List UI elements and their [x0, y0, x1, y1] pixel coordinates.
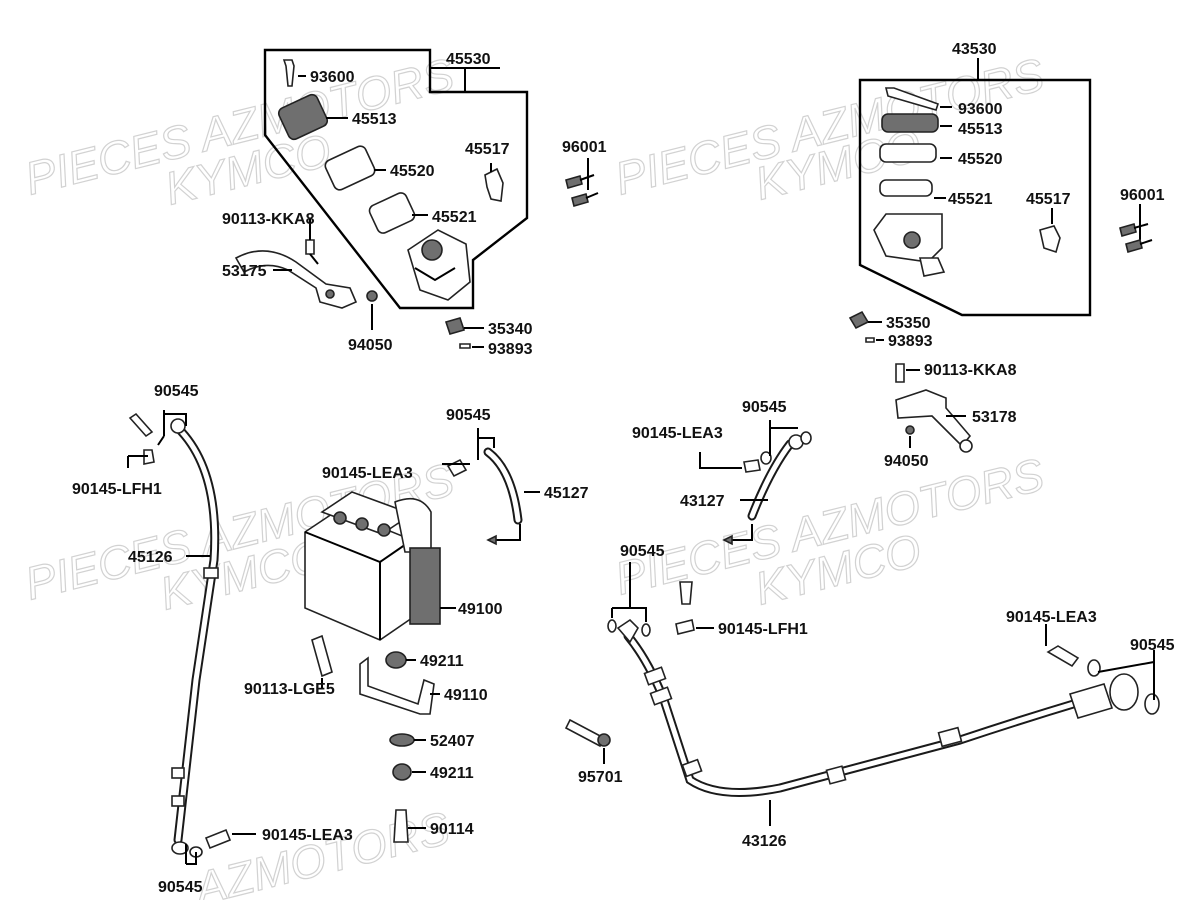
part-number-label: 96001 — [1120, 187, 1165, 204]
watermark-text: AZMOTORS — [187, 801, 455, 900]
part-number-label: 90145-LFH1 — [718, 621, 808, 638]
part-number-label: 45530 — [446, 51, 491, 68]
part-number-label: 90145-LEA3 — [632, 425, 723, 442]
mirror-bolt-part-right: 96001 — [1119, 187, 1165, 253]
screw-part — [282, 59, 295, 87]
part-number-label: 35340 — [488, 321, 533, 338]
master-cylinder-body-part — [407, 229, 471, 301]
part-number-label: 90113-KKA8 — [222, 211, 315, 228]
banjo-bolt-part — [679, 581, 693, 605]
part-number-label: 94050 — [884, 453, 929, 470]
part-number-label: 94050 — [348, 337, 393, 354]
grommet-part — [392, 763, 412, 781]
abs-outlet-hose-group: 90545 90145-LEA3 43127 — [632, 399, 812, 546]
abs-inlet-hose-group: 90545 90145-LEA3 45127 — [322, 407, 589, 546]
grommet-part — [385, 651, 407, 669]
part-number-label: 45517 — [1026, 191, 1071, 208]
part-number-label: 45521 — [948, 191, 993, 208]
screw-part — [459, 343, 471, 349]
part-number-label: 93600 — [310, 69, 355, 86]
part-number-label: 90145-LFH1 — [72, 481, 162, 498]
part-number-label: 90545 — [742, 399, 787, 416]
diaphragm-part — [879, 143, 937, 163]
part-number-label: 45521 — [432, 209, 477, 226]
part-number-label: 45520 — [958, 151, 1003, 168]
screw-part — [865, 337, 875, 343]
part-number-label: 45513 — [958, 121, 1003, 138]
part-number-label: 43126 — [742, 833, 787, 850]
diaphragm-plate-part — [368, 192, 416, 234]
abs-bracket-part — [359, 656, 435, 715]
mirror-bolt-part-left: 96001 — [562, 139, 607, 207]
brake-switch-part — [848, 310, 870, 330]
part-number-label: 96001 — [562, 139, 607, 156]
reservoir-cap-part — [881, 113, 939, 133]
right-brake-lever-group: 35350 93893 90113-KKA8 53178 94050 — [848, 310, 1017, 470]
pin-part — [393, 809, 409, 843]
part-number-label: 53175 — [222, 263, 267, 280]
part-number-label: 90113-KKA8 — [924, 362, 1017, 379]
part-number-label: 90545 — [1130, 637, 1175, 654]
part-number-label: 35350 — [886, 315, 931, 332]
nut-part — [905, 425, 915, 435]
part-number-label: 52407 — [430, 733, 475, 750]
right-master-cylinder-group: 43530 93600 45513 45520 45521 45517 — [858, 41, 1092, 317]
part-number-label: 45513 — [352, 111, 397, 128]
part-number-label: 93893 — [888, 333, 933, 350]
part-number-label: 90114 — [430, 821, 474, 838]
rear-brake-hose-group: 90545 90145-LFH1 95701 43126 90145-LEA3 … — [564, 543, 1175, 850]
nut-part — [366, 290, 378, 302]
left-master-cylinder-group: 45530 93600 45513 45520 45517 45521 — [263, 48, 529, 310]
part-number-label: 43530 — [952, 41, 997, 58]
part-number-label: 90113-LGE5 — [244, 681, 335, 698]
brake-hose-part — [483, 447, 523, 525]
banjo-bolt-part — [1046, 645, 1080, 668]
right-master-cylinder-kit-outline — [858, 78, 1092, 317]
clamp-part — [484, 167, 504, 202]
left-brake-lever-group: 90113-KKA8 53175 94050 35340 93893 — [222, 211, 533, 358]
part-number-label: 90145-LEA3 — [322, 465, 413, 482]
abs-modulator-group: 49100 90113-LGE5 49211 49110 52407 49211… — [244, 491, 503, 843]
part-number-label: 90545 — [158, 879, 203, 896]
part-number-label: 90145-LEA3 — [262, 827, 353, 844]
front-left-brake-hose-group: 90545 90145-LFH1 45126 90145-LEA3 90545 — [72, 383, 353, 896]
part-number-label: 90545 — [446, 407, 491, 424]
screw-part — [884, 87, 940, 111]
diaphragm-plate-part — [879, 179, 933, 197]
part-number-label: 45520 — [390, 163, 435, 180]
part-number-label: 49211 — [430, 765, 474, 782]
banjo-bolt-part — [204, 828, 232, 850]
brake-lever-part — [895, 389, 972, 448]
part-number-label: 53178 — [972, 409, 1017, 426]
part-number-label: 45517 — [465, 141, 510, 158]
collar-part — [389, 733, 415, 747]
master-cylinder-body-part — [873, 213, 946, 277]
banjo-bolt-part — [743, 459, 761, 473]
part-number-label: 43127 — [680, 493, 725, 510]
part-number-label: 49110 — [444, 687, 488, 704]
part-number-label: 49211 — [420, 653, 464, 670]
pin-part — [564, 718, 606, 748]
pivot-bolt-part — [311, 634, 333, 678]
part-number-label: 49100 — [458, 601, 503, 618]
part-number-label: 95701 — [578, 769, 623, 786]
pivot-bolt-part — [895, 363, 905, 383]
part-number-label: 90545 — [154, 383, 199, 400]
pivot-bolt-part — [305, 239, 315, 255]
part-number-label: 45127 — [544, 485, 589, 502]
clamp-part — [1039, 225, 1061, 254]
part-number-label: 93893 — [488, 341, 533, 358]
part-number-label: 45126 — [128, 549, 173, 566]
part-number-label: 90545 — [620, 543, 665, 560]
left-master-cylinder-kit-outline — [263, 48, 529, 310]
part-number-label: 93600 — [958, 101, 1003, 118]
banjo-bolt-part — [675, 619, 695, 635]
diaphragm-part — [324, 145, 376, 191]
reservoir-cap-part — [277, 93, 329, 141]
brake-switch-part — [444, 317, 466, 335]
part-number-label: 90145-LEA3 — [1006, 609, 1097, 626]
